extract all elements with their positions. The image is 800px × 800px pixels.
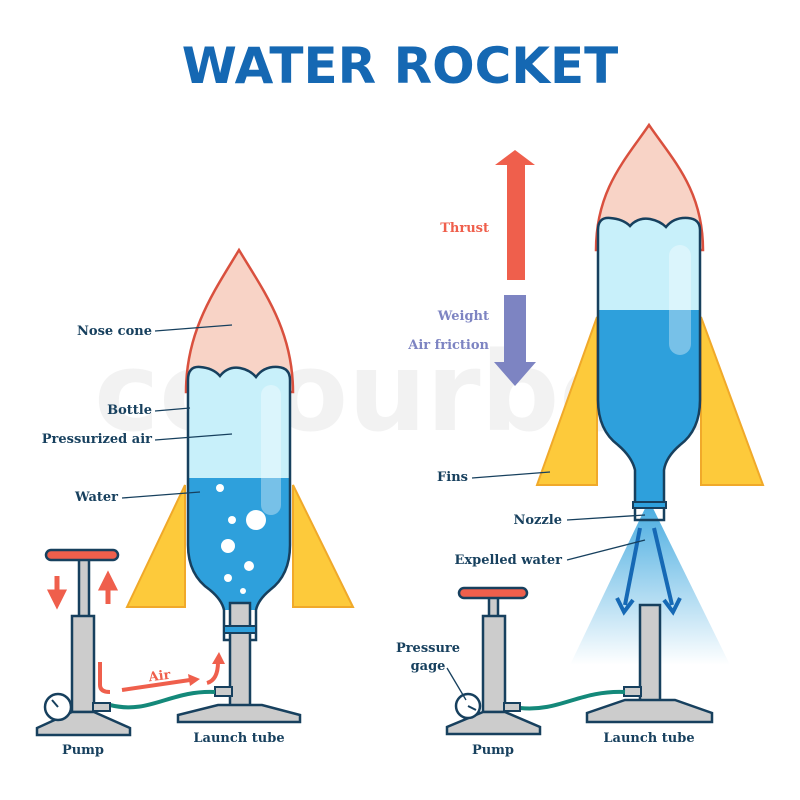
hose [519,689,626,711]
right-pump [445,586,626,736]
left-pump: Air [35,548,225,737]
launch-base [176,703,302,724]
label-launch-tube: Launch tube [603,731,694,746]
label-weight: Weight [437,309,489,324]
label-pump: Pump [472,743,514,758]
nozzle-ring [223,625,257,634]
pump-handle [44,548,120,562]
weight-arrow-icon [494,295,536,386]
label-pressure: Pressure [396,641,460,656]
left-rocket [125,247,355,724]
label-expelled-water: Expelled water [454,553,562,568]
label-nose-cone: Nose cone [77,324,152,339]
nozzle [632,501,667,509]
air-label: Air [147,668,172,686]
bubbles [216,484,266,594]
expelled-water-spray [570,500,730,665]
label-nozzle: Nozzle [513,513,562,528]
label-bottle: Bottle [107,403,152,418]
nose-cone [184,247,295,394]
arrow-down-icon [46,576,68,610]
pressurized-air [188,366,290,478]
label-fins: Fins [437,470,468,485]
left-labels: Nose cone Bottle Pressurized air Water P… [42,324,285,758]
water [188,478,290,610]
thrust-arrow-icon [495,150,535,280]
launch-tube [638,603,662,705]
label-air-friction: Air friction [407,338,489,353]
right-labels: Thrust Weight Air friction Fins Nozzle E… [396,221,695,758]
title: WATER ROCKET [182,37,619,95]
right-rocket [494,122,765,724]
arrow-up-icon [97,570,119,604]
label-launch-tube: Launch tube [193,731,284,746]
label-gage: gage [411,659,446,674]
air-arrow [121,678,191,692]
highlight [261,385,281,515]
label-pump: Pump [62,743,104,758]
hose [109,689,216,710]
fin-right [700,316,765,486]
fin-left [125,484,186,608]
label-thrust: Thrust [440,221,489,236]
label-water: Water [74,490,118,505]
label-pressurized-air: Pressurized air [42,432,152,447]
fin-right [292,484,355,608]
